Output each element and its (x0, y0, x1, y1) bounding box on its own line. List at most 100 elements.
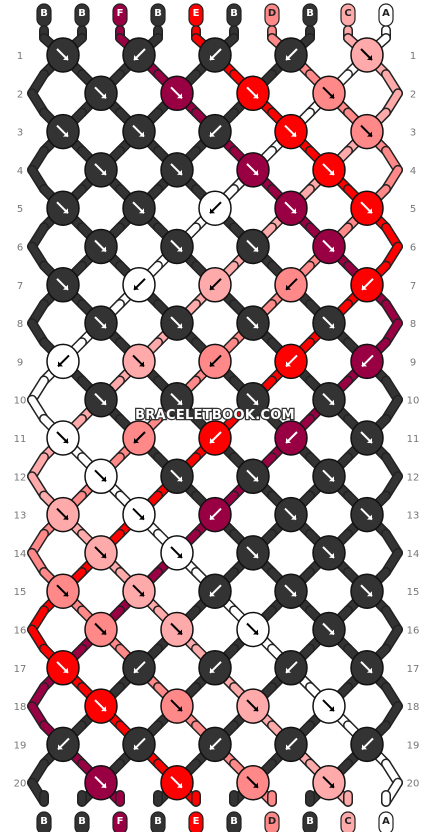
knot-13-5[interactable] (350, 496, 384, 533)
knot-15-5[interactable] (350, 573, 384, 609)
knot-5-5[interactable] (350, 190, 384, 226)
knot-19-5[interactable] (350, 726, 384, 763)
knot-1-1[interactable] (46, 37, 80, 73)
knot-11-4[interactable] (274, 420, 308, 456)
arrow-head-icon (329, 629, 334, 635)
knot-7-2[interactable] (122, 267, 156, 303)
knot-9-4[interactable] (274, 343, 308, 380)
knot-15-2[interactable] (122, 573, 156, 609)
knot-8-4[interactable] (312, 305, 346, 341)
knot-19-2[interactable] (122, 726, 156, 763)
knot-9-5[interactable] (350, 343, 384, 380)
knot-12-4[interactable] (312, 458, 346, 495)
knot-18-4[interactable] (312, 688, 346, 724)
knot-9-2[interactable] (122, 343, 156, 380)
knot-8-2[interactable] (160, 305, 194, 341)
knot-7-4[interactable] (274, 267, 308, 303)
knot-13-4[interactable] (274, 496, 308, 533)
knot-1-5[interactable] (350, 37, 384, 73)
knot-3-4[interactable] (274, 113, 308, 150)
knot-14-2[interactable] (160, 535, 194, 571)
knot-10-3[interactable] (236, 381, 270, 418)
knot-13-2[interactable] (122, 496, 156, 533)
knot-14-1[interactable] (84, 535, 118, 571)
arrow-head-icon (177, 399, 182, 405)
knot-10-4[interactable] (312, 381, 346, 418)
knot-5-2[interactable] (122, 190, 156, 226)
knot-17-2[interactable] (122, 650, 156, 686)
knot-20-2[interactable] (160, 764, 194, 801)
knot-16-1[interactable] (84, 611, 118, 648)
knot-12-1[interactable] (84, 458, 118, 495)
string-label-bottom-6: B (226, 811, 242, 832)
string-cap (112, 811, 128, 832)
string-label-bottom-1: B (36, 811, 52, 832)
knot-11-3[interactable] (198, 420, 232, 456)
knot-20-3[interactable] (236, 764, 270, 801)
knot-18-1[interactable] (84, 688, 118, 724)
knot-10-1[interactable] (84, 381, 118, 418)
knot-20-1[interactable] (84, 764, 118, 801)
knot-2-3[interactable] (236, 75, 270, 112)
arrow-head-icon (101, 323, 106, 329)
knot-17-4[interactable] (274, 650, 308, 686)
knot-7-5[interactable] (350, 267, 384, 303)
knot-6-2[interactable] (160, 228, 194, 265)
arrow-head-icon (101, 476, 106, 482)
knot-14-4[interactable] (312, 535, 346, 571)
knot-4-3[interactable] (236, 152, 270, 188)
knot-6-4[interactable] (312, 228, 346, 265)
knot-4-1[interactable] (84, 152, 118, 188)
knot-6-3[interactable] (236, 228, 270, 265)
knot-17-5[interactable] (350, 650, 384, 686)
knot-4-2[interactable] (160, 152, 194, 188)
knot-3-3[interactable] (198, 113, 232, 150)
knot-13-3[interactable] (198, 496, 232, 533)
knot-1-2[interactable] (122, 37, 156, 73)
knot-7-1[interactable] (46, 267, 80, 303)
knot-6-1[interactable] (84, 228, 118, 265)
knot-19-4[interactable] (274, 726, 308, 763)
knot-5-3[interactable] (198, 190, 232, 226)
knot-2-4[interactable] (312, 75, 346, 112)
knot-9-1[interactable] (46, 343, 80, 380)
knot-20-4[interactable] (312, 764, 346, 801)
knot-9-3[interactable] (198, 343, 232, 380)
knot-18-3[interactable] (236, 688, 270, 724)
knot-4-4[interactable] (312, 152, 346, 188)
knot-17-3[interactable] (198, 650, 232, 686)
knot-17-1[interactable] (46, 650, 80, 686)
knot-13-1[interactable] (46, 496, 80, 533)
knot-19-3[interactable] (198, 726, 232, 763)
knot-3-2[interactable] (122, 113, 156, 150)
knot-1-3[interactable] (198, 37, 232, 73)
knot-1-4[interactable] (274, 37, 308, 73)
knot-18-2[interactable] (160, 688, 194, 724)
knot-15-3[interactable] (198, 573, 232, 609)
knot-12-3[interactable] (236, 458, 270, 495)
knot-3-5[interactable] (350, 113, 384, 150)
knot-3-1[interactable] (46, 113, 80, 150)
knot-16-4[interactable] (312, 611, 346, 648)
knot-8-3[interactable] (236, 305, 270, 341)
knot-2-1[interactable] (84, 75, 118, 112)
knot-8-1[interactable] (84, 305, 118, 341)
knot-15-4[interactable] (274, 573, 308, 609)
knot-16-2[interactable] (160, 611, 194, 648)
arrow-head-icon (63, 131, 68, 137)
knot-14-3[interactable] (236, 535, 270, 571)
knot-12-2[interactable] (160, 458, 194, 495)
knot-10-2[interactable] (160, 381, 194, 418)
knot-16-3[interactable] (236, 611, 270, 648)
knot-15-1[interactable] (46, 573, 80, 609)
arrow-head-icon (177, 782, 182, 788)
knot-7-3[interactable] (198, 267, 232, 303)
knot-5-1[interactable] (46, 190, 80, 226)
knot-11-2[interactable] (122, 420, 156, 456)
arrow-head-icon (367, 591, 372, 597)
knot-2-2[interactable] (160, 75, 194, 112)
knot-19-1[interactable] (46, 726, 80, 763)
knot-5-4[interactable] (274, 190, 308, 226)
knot-11-1[interactable] (46, 420, 80, 456)
knot-11-5[interactable] (350, 420, 384, 456)
